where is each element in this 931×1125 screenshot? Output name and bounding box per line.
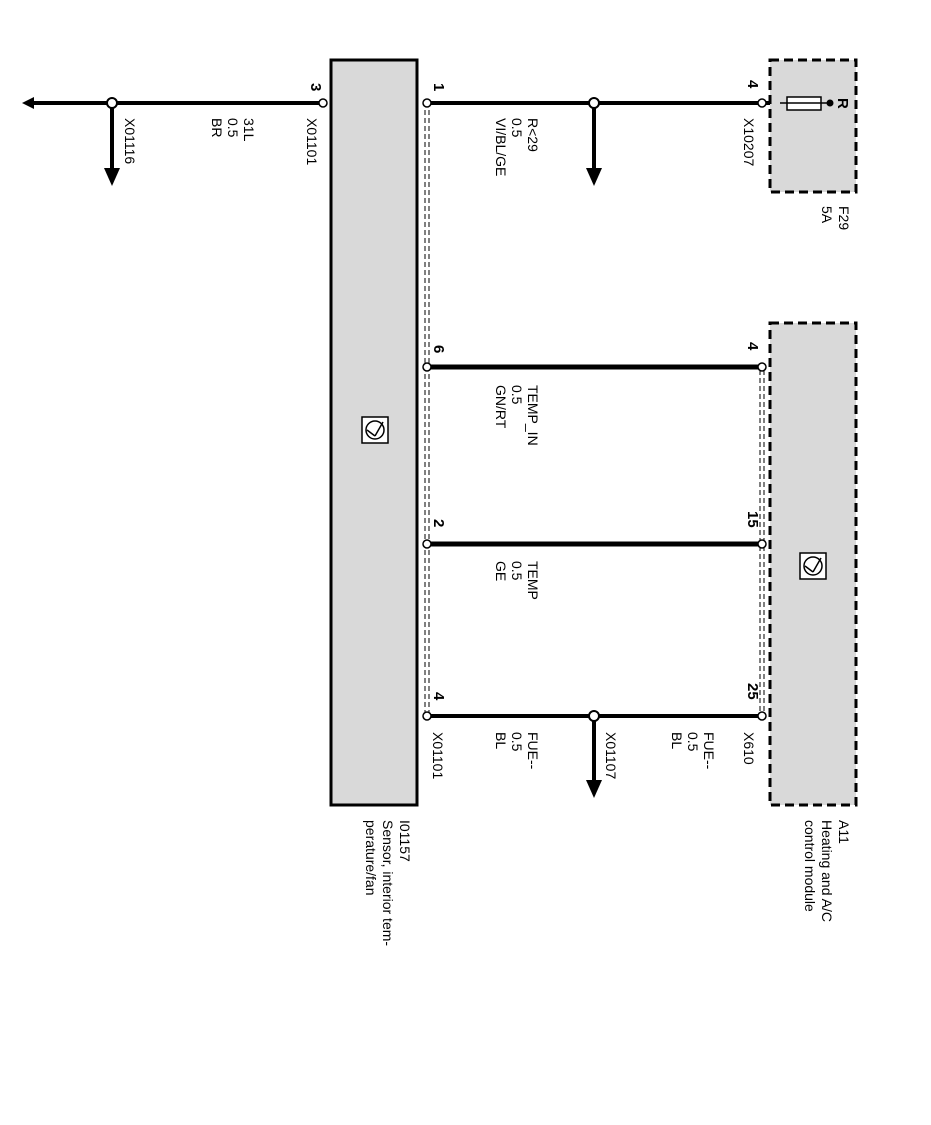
pin-sensor-gnd: 3 bbox=[307, 83, 324, 91]
wire-label-power: R<29 0.5 VI/BL/GE bbox=[493, 118, 541, 176]
wire-label-fue-left: FUE-- 0.5 BL bbox=[493, 732, 541, 770]
terminal-marks bbox=[318, 98, 767, 721]
wire-fue-right-color: BL bbox=[669, 732, 685, 749]
splice-fue bbox=[586, 710, 602, 798]
pin-fuse: 4 bbox=[744, 80, 761, 89]
connector-module: X610 bbox=[741, 732, 757, 765]
wire-power-name: R<29 bbox=[525, 118, 541, 152]
wire-fue-right-name: FUE-- bbox=[701, 732, 717, 770]
module-name-line2: control module bbox=[802, 820, 818, 912]
connector-splice: X01107 bbox=[603, 732, 619, 779]
wire-label-temp-in: TEMP_IN 0.5 GN/RT bbox=[493, 385, 541, 446]
pin-sensor-temp: 2 bbox=[430, 519, 447, 527]
module-name-line1: Heating and A/C bbox=[819, 820, 835, 922]
wire-ground-color: BR bbox=[209, 118, 225, 137]
wire-temp-color: GE bbox=[493, 561, 509, 581]
wire-temp-size: 0.5 bbox=[509, 561, 525, 581]
fuse-block bbox=[768, 58, 858, 194]
control-module-label: A11 Heating and A/C control module bbox=[802, 820, 852, 922]
wire-label-ground: 31L 0.5 BR bbox=[209, 118, 257, 142]
fuse-letter: R bbox=[834, 98, 851, 109]
wire-label-fue-right: FUE-- 0.5 BL bbox=[669, 732, 717, 770]
sensor-label: I01157 Sensor, interior tem- perature/fa… bbox=[363, 820, 413, 946]
connector-dashed-lines bbox=[424, 110, 765, 712]
wire-power-color: VI/BL/GE bbox=[493, 118, 509, 176]
module-id: A11 bbox=[836, 820, 852, 844]
connector-sensor-bottom: X01101 bbox=[430, 732, 446, 779]
fuse-id: F29 bbox=[836, 206, 852, 230]
wire-fue-left-name: FUE-- bbox=[525, 732, 541, 770]
wire-fue-left-color: BL bbox=[493, 732, 509, 749]
pin-module-fue: 25 bbox=[744, 683, 761, 700]
wire-temp-in-color: GN/RT bbox=[493, 385, 509, 429]
sensor-name-line1: Sensor, interior tem- bbox=[380, 820, 396, 946]
sensor-id: I01157 bbox=[397, 820, 413, 862]
wire-power-size: 0.5 bbox=[509, 118, 525, 138]
pin-sensor-pwr: 1 bbox=[430, 83, 447, 91]
wire-fue-right-size: 0.5 bbox=[685, 732, 701, 752]
sensor-name-line2: perature/fan bbox=[363, 820, 379, 896]
connector-sensor-left: X01101 bbox=[304, 118, 320, 165]
ground-terminal-icon bbox=[22, 97, 34, 109]
pin-module-temp: 15 bbox=[744, 511, 761, 528]
connector-ground: X01116 bbox=[122, 118, 138, 164]
fuse-icon bbox=[780, 96, 834, 111]
pin-sensor-fue: 4 bbox=[430, 692, 447, 701]
fuse-rating: 5A bbox=[819, 206, 835, 224]
pin-sensor-temp-in: 6 bbox=[430, 345, 447, 353]
splice-ground bbox=[104, 97, 120, 186]
wire-ground-size: 0.5 bbox=[225, 118, 241, 138]
fuse-label: F29 5A bbox=[819, 206, 852, 230]
pin-module-temp-in: 4 bbox=[744, 342, 761, 351]
wire-temp-in-name: TEMP_IN bbox=[525, 385, 541, 446]
wire-fue-left-size: 0.5 bbox=[509, 732, 525, 752]
sensor-symbol-icon bbox=[361, 416, 389, 444]
wire-temp-name: TEMP bbox=[525, 561, 541, 600]
wire-ground-name: 31L bbox=[241, 118, 257, 142]
wire-label-temp: TEMP 0.5 GE bbox=[493, 561, 541, 600]
module-symbol-icon bbox=[799, 552, 827, 580]
wire-temp-in-size: 0.5 bbox=[509, 385, 525, 405]
splice-power bbox=[586, 97, 602, 186]
connector-fuse: X10207 bbox=[741, 118, 757, 166]
